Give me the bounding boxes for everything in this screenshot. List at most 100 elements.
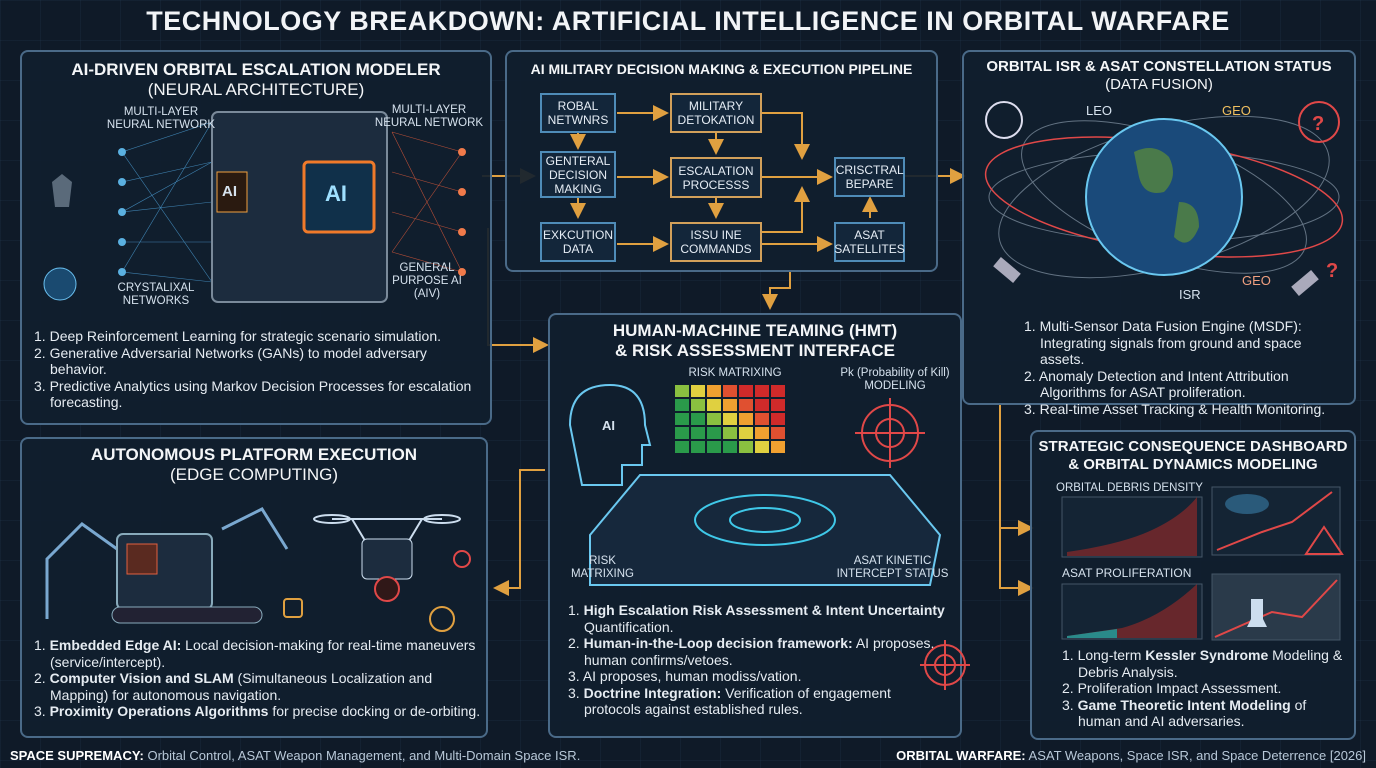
hmt-side-target-icon xyxy=(920,640,970,690)
risk-matrixing-bottom-label: RISK MATRIXING xyxy=(570,555,635,580)
subtitle-text: (EDGE COMPUTING) xyxy=(169,465,339,484)
risk-cell xyxy=(707,385,721,397)
chip-center-label: AI xyxy=(325,181,347,206)
earth-orbit-illustration: ? ? xyxy=(984,101,1344,296)
risk-cell xyxy=(675,399,689,411)
dashboard-list: 1. Long-term Kessler Syndrome Modeling &… xyxy=(1062,647,1352,730)
panel-title: AUTONOMOUS PLATFORM EXECUTION(EDGE COMPU… xyxy=(22,445,486,485)
title-text-2: & ORBITAL DYNAMICS MODELING xyxy=(1068,456,1318,473)
ai-cube xyxy=(211,111,388,303)
title-text: ORBITAL ISR & ASAT CONSTELLATION STATUS xyxy=(986,58,1332,75)
risk-cell xyxy=(675,385,689,397)
list-item: 2. Human-in-the-Loop decision framework:… xyxy=(568,635,935,668)
list-item: 2. Generative Adversarial Networks (GANs… xyxy=(34,344,427,378)
list-item: 2. Computer Vision and SLAM (Simultaneou… xyxy=(34,670,433,703)
risk-cell xyxy=(675,441,689,453)
leo-label: LEO xyxy=(1086,103,1113,118)
list-item: 2. Anomaly Detection and Intent Attribut… xyxy=(1024,367,1289,401)
list-item: 2. Proliferation Impact Assessment. xyxy=(1062,680,1282,696)
node-issue-commands: ISSU INE COMMANDS xyxy=(670,222,762,262)
geo-top-label: GEO xyxy=(1222,103,1251,118)
asat-label: ASAT PROLIFERATION xyxy=(1062,566,1192,580)
arrow-hmt-to-autonomous xyxy=(493,469,545,596)
risk-cell xyxy=(675,427,689,439)
geo-bottom-label: GEO xyxy=(1242,273,1271,288)
panel-isr-status: ORBITAL ISR & ASAT CONSTELLATION STATUS(… xyxy=(962,50,1356,417)
list-item: 3. AI proposes, human modiss/vation. xyxy=(568,668,802,684)
node-military: MILITARY DETOKATION xyxy=(670,93,762,133)
panel-title: AI-DRIVEN ORBITAL ESCALATION MODELER(NEU… xyxy=(22,60,490,100)
title-text: HUMAN-MACHINE TEAMING (HMT) xyxy=(612,321,898,340)
risk-cell xyxy=(723,427,737,439)
node-execution-data: EXKCUTION DATA xyxy=(540,222,616,262)
pk-modeling-label: Pk (Probability of Kill) MODELING xyxy=(840,367,950,392)
satellite-icon xyxy=(993,257,1021,283)
earth xyxy=(1085,118,1243,276)
risk-matrix xyxy=(675,385,785,453)
panel-decision-pipeline: AI MILITARY DECISION MAKING & EXECUTION … xyxy=(505,50,938,272)
lock-icon xyxy=(283,598,303,618)
node-asat-satellites: ASAT SATELLITES xyxy=(834,222,905,262)
list-item: 3. Game Theoretic Intent Modeling of hum… xyxy=(1062,696,1307,730)
panel-hmt: HUMAN-MACHINE TEAMING (HMT)& RISK ASSESS… xyxy=(548,313,962,738)
node-cristral: CRISCTRAL BEPARE xyxy=(834,157,905,197)
isr-list: 1. Multi-Sensor Data Fusion Engine (MSDF… xyxy=(1024,318,1349,417)
title-text: STRATEGIC CONSEQUENCE DASHBOARD xyxy=(1038,438,1348,455)
debris-label: ORBITAL DEBRIS DENSITY xyxy=(1056,482,1203,494)
risk-cell xyxy=(771,399,785,411)
target-question-icon xyxy=(1298,101,1340,143)
title-text: AUTONOMOUS PLATFORM EXECUTION xyxy=(90,445,418,464)
globe-icon xyxy=(985,101,1023,139)
list-item: 1. Deep Reinforcement Learning for strat… xyxy=(34,328,441,344)
subtitle-text: (DATA FUSION) xyxy=(1105,76,1213,93)
robot-arm-right xyxy=(221,507,289,550)
chess-king-icon xyxy=(1247,599,1267,627)
node-general-decision: GENTERAL DECISION MAKING xyxy=(540,151,616,198)
svg-text:?: ? xyxy=(1326,260,1338,282)
target-icon xyxy=(429,606,455,632)
risk-cell xyxy=(723,441,737,453)
risk-cell xyxy=(707,427,721,439)
general-ai-label: GENERAL PURPOSE AI (AIV) xyxy=(392,262,462,300)
hmt-illustration xyxy=(568,383,942,586)
risk-cell xyxy=(723,399,737,411)
list-item: 3. Doctrine Integration: Verification of… xyxy=(568,684,891,718)
risk-cell xyxy=(707,441,721,453)
arrow-isr-to-dashboard-1 xyxy=(999,405,1034,536)
list-item: 1. High Escalation Risk Assessment & Int… xyxy=(568,602,945,635)
risk-cell xyxy=(691,399,705,411)
risk-cell xyxy=(739,441,753,453)
hmt-list: 1. High Escalation Risk Assessment & Int… xyxy=(568,602,948,718)
asat-intercept-label: ASAT KINETIC INTERCEPT STATUS xyxy=(836,555,949,580)
risk-cell xyxy=(691,441,705,453)
list-item: 1. Embedded Edge AI: Local decision-maki… xyxy=(34,637,476,670)
title-text: AI-DRIVEN ORBITAL ESCALATION MODELER xyxy=(71,60,441,79)
risk-cell xyxy=(755,413,769,425)
risk-cell xyxy=(771,385,785,397)
risk-cell xyxy=(771,427,785,439)
risk-cell xyxy=(691,413,705,425)
risk-matrixing-top-label: RISK MATRIXING xyxy=(688,367,782,379)
pk-target-icon xyxy=(855,398,925,468)
console xyxy=(589,474,942,586)
isr-label: ISR xyxy=(1179,287,1201,302)
risk-cell xyxy=(723,385,737,397)
risk-cell xyxy=(739,399,753,411)
risk-cell xyxy=(755,427,769,439)
list-item: 3. Predictive Analytics using Markov Dec… xyxy=(34,377,472,411)
risk-cell xyxy=(739,385,753,397)
panel-escalation-modeler: AI-DRIVEN ORBITAL ESCALATION MODELER(NEU… xyxy=(20,50,492,425)
title-text-2: & RISK ASSESSMENT INTERFACE xyxy=(615,341,895,360)
dashboard-charts xyxy=(1061,486,1344,641)
chip-left-label: AI xyxy=(222,183,237,200)
risk-cell xyxy=(723,413,737,425)
warning-icon xyxy=(1304,525,1344,555)
list-item: 1. Long-term Kessler Syndrome Modeling &… xyxy=(1062,647,1343,680)
pipeline-arrows xyxy=(570,105,878,252)
panel-title: AI MILITARY DECISION MAKING & EXECUTION … xyxy=(530,61,913,77)
wifi-icon xyxy=(453,550,471,568)
subtitle-text: (NEURAL ARCHITECTURE) xyxy=(147,80,365,99)
footer-left: SPACE SUPREMACY: Orbital Control, ASAT W… xyxy=(10,748,581,763)
risk-cell xyxy=(739,413,753,425)
arrow-pipeline-to-hmt xyxy=(762,272,791,310)
